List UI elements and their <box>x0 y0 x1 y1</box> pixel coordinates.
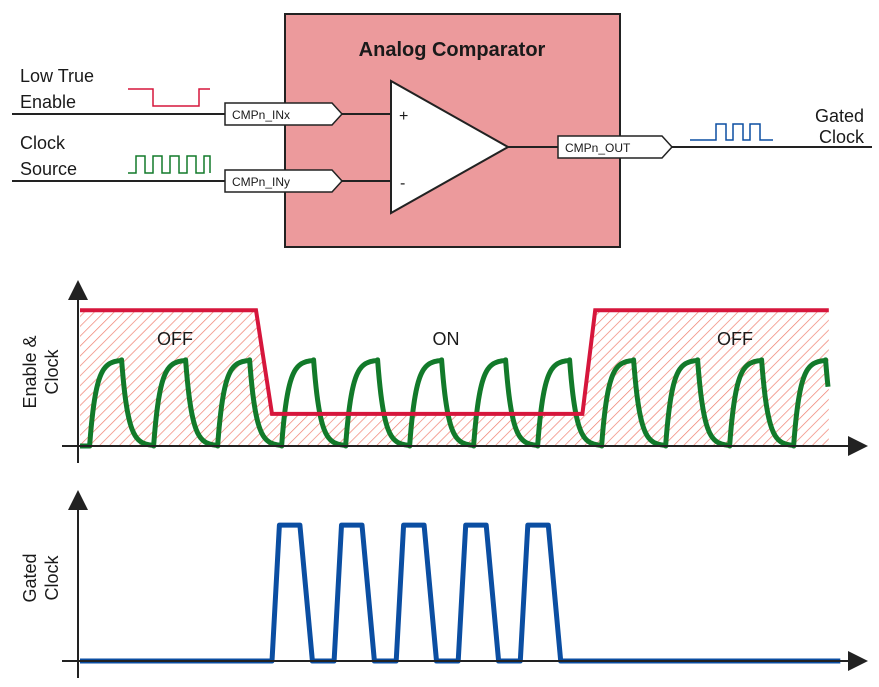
port-out-tag <box>557 135 674 159</box>
port-out-label: CMPn_OUT <box>565 141 631 155</box>
chart2-ylabel-1: Gated <box>20 553 40 602</box>
clock-series-line <box>80 357 831 449</box>
block-title: Analog Comparator <box>359 39 546 61</box>
annotation-on: ON <box>433 329 460 349</box>
chart1-ylabel-2: Clock <box>42 348 62 394</box>
output-label-2: Clock <box>819 127 865 147</box>
clock-label-2: Source <box>20 159 77 179</box>
enable-label-2: Enable <box>20 92 76 112</box>
comparator-triangle <box>390 79 511 215</box>
enable-waveform-icon <box>128 88 210 107</box>
port-inx-label: CMPn_INx <box>232 108 290 122</box>
minus-sign: - <box>400 175 405 192</box>
plus-sign: + <box>399 108 408 125</box>
gated-waveform-icon <box>690 123 773 141</box>
annotation-off-2: OFF <box>717 329 753 349</box>
output-label-1: Gated <box>815 106 864 126</box>
port-iny-label: CMPn_INy <box>232 175 290 189</box>
chart1-ylabel-1: Enable & <box>20 335 40 408</box>
clock-waveform-icon <box>128 155 211 174</box>
annotation-off-1: OFF <box>157 329 193 349</box>
enable-series-line <box>80 308 829 416</box>
port-iny-tag <box>224 169 344 193</box>
gated-clock-series-line <box>80 522 841 664</box>
enable-label-1: Low True <box>20 66 94 86</box>
clock-label-1: Clock <box>20 133 66 153</box>
enable-clock-chart: Enable & Clock OFF ON OFF <box>20 280 868 463</box>
chart2-ylabel-2: Clock <box>42 554 62 600</box>
port-inx-tag <box>224 102 344 126</box>
gated-clock-chart: Gated Clock <box>20 490 868 678</box>
